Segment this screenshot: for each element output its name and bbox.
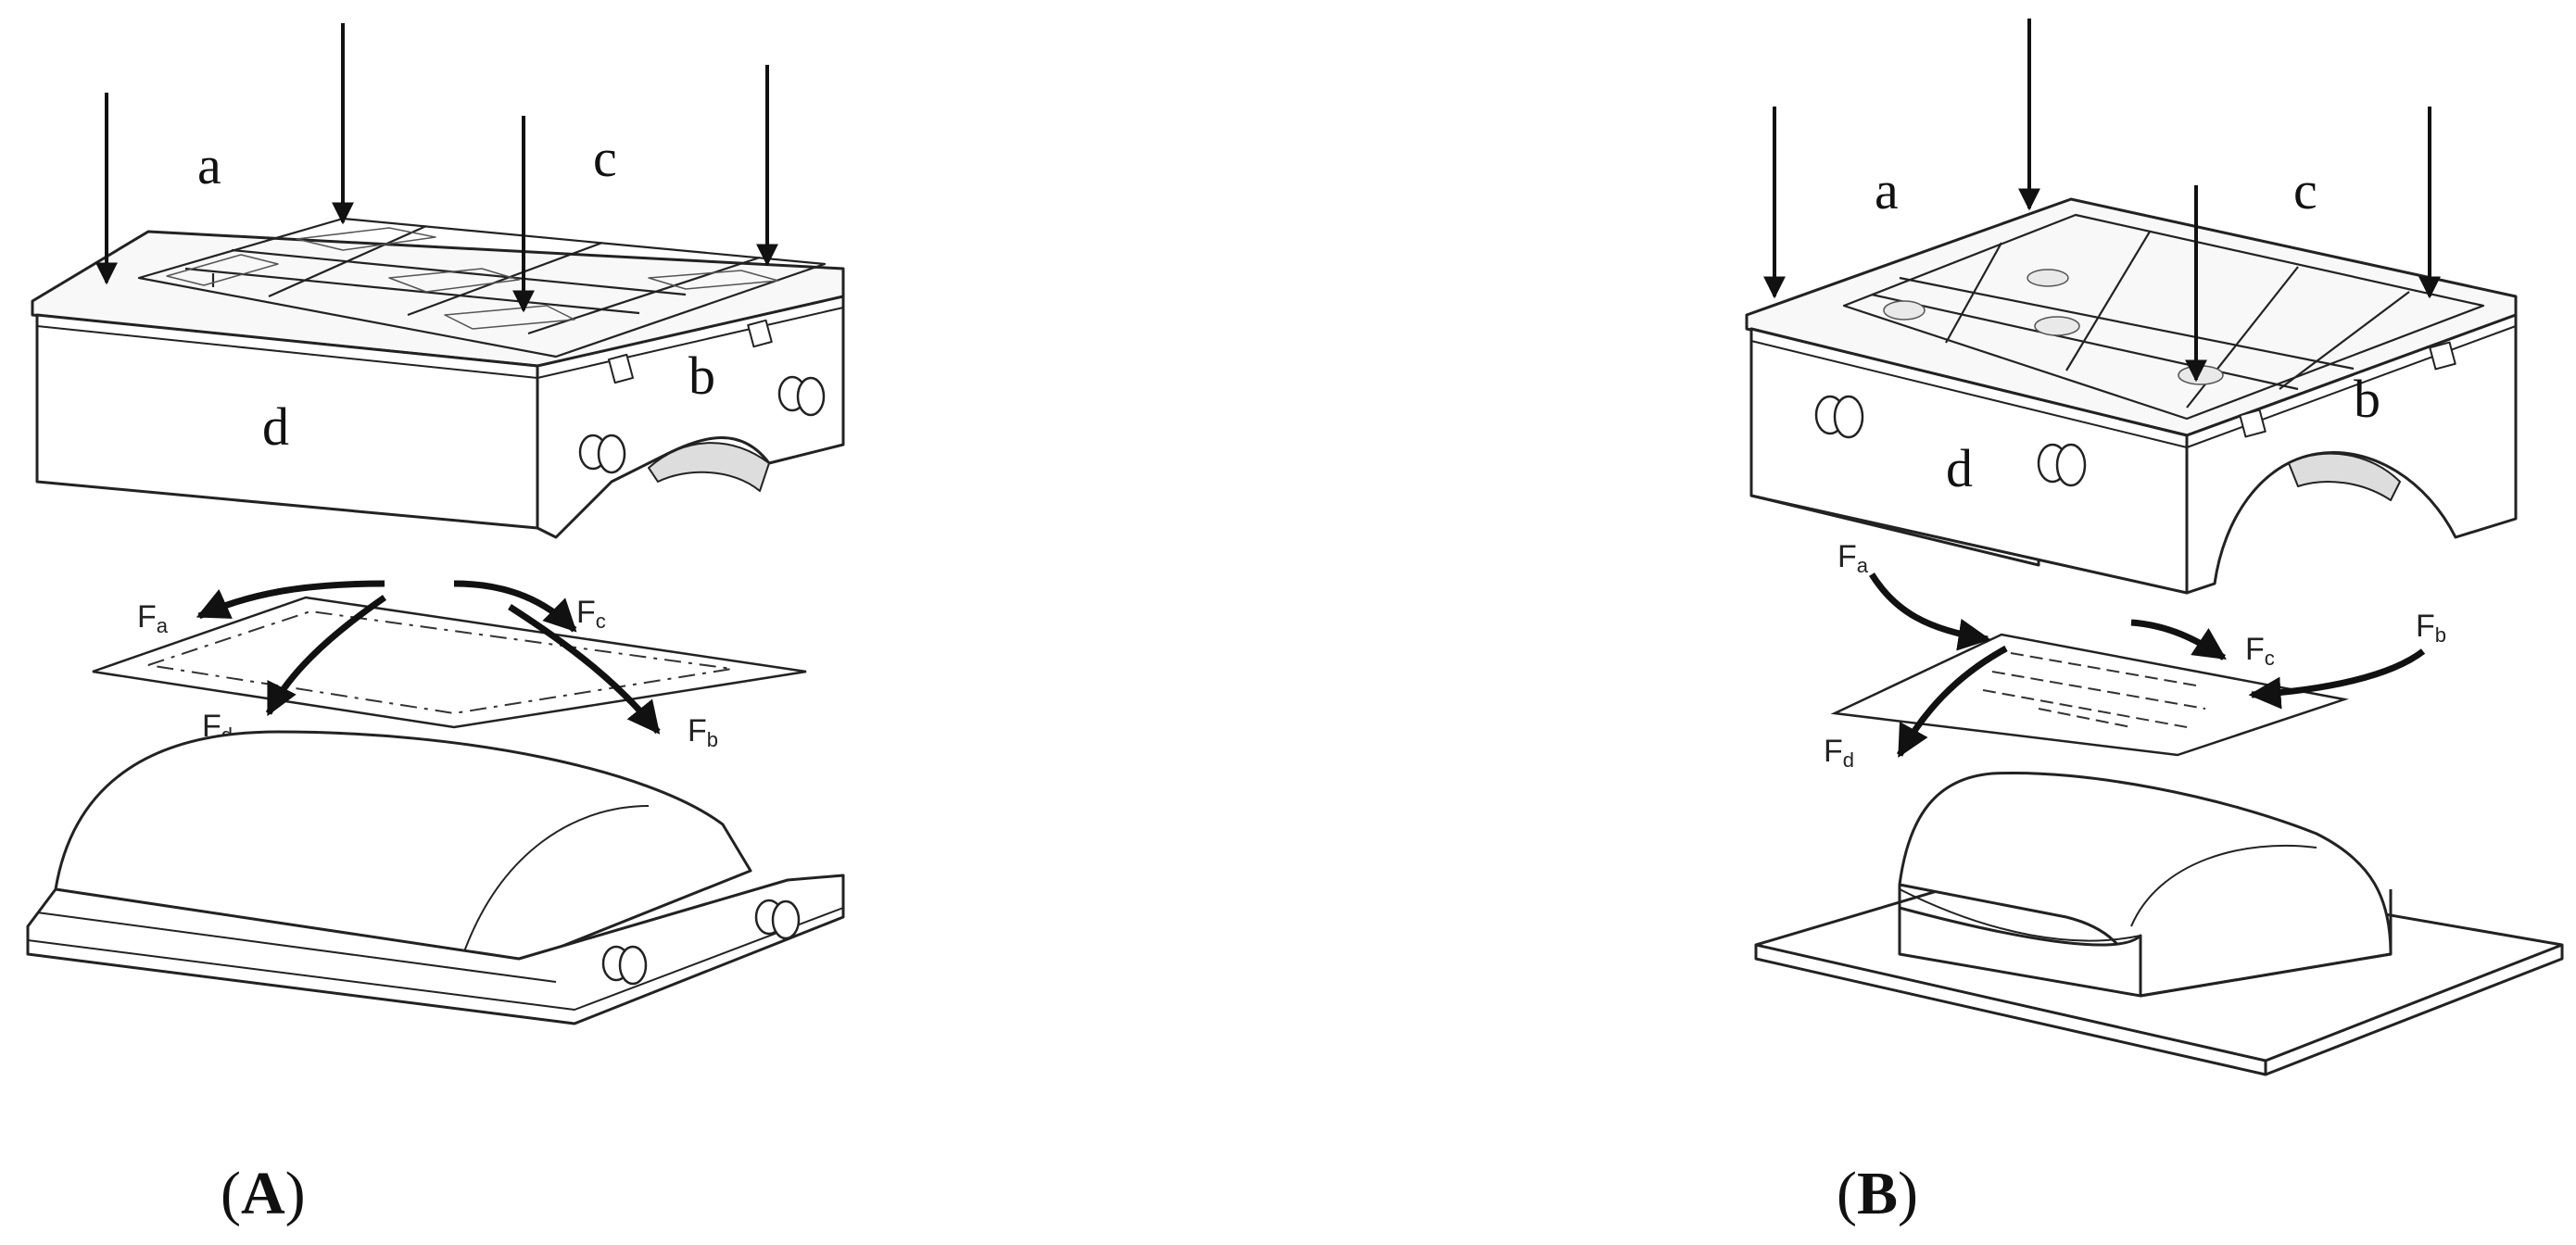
upper-die-b	[1745, 197, 2518, 595]
force-label-fb: Fb	[688, 713, 718, 751]
face-label-c: c	[2293, 160, 2317, 220]
force-label-fc: Fc	[2245, 632, 2275, 670]
force-label-fd: Fd	[1824, 734, 1854, 772]
lower-die-b	[1754, 771, 2564, 1076]
force-arrows-a	[196, 580, 661, 735]
panel-b: a c b d Fa Fc Fb Fd	[1745, 19, 2564, 1227]
force-label-fa: Fa	[1837, 539, 1869, 577]
force-label-fc: Fc	[576, 595, 606, 633]
caption-b: (B)	[1837, 1160, 1918, 1227]
force-label-fb: Fb	[2416, 609, 2446, 647]
force-arrows-b	[1869, 572, 2426, 759]
face-label-a: a	[197, 135, 221, 195]
face-label-a: a	[1875, 160, 1899, 220]
face-label-d: d	[1946, 438, 1973, 498]
face-label-c: c	[593, 128, 617, 188]
face-label-b: b	[688, 346, 715, 406]
caption-a: (A)	[221, 1160, 306, 1227]
panel-a: a c b d Fa Fc Fd Fb	[26, 23, 845, 1227]
press-arrows-a	[95, 23, 778, 313]
force-label-fa: Fa	[137, 599, 169, 637]
press-arrows-b	[1763, 19, 2441, 383]
face-label-b: b	[2354, 369, 2380, 429]
face-label-d: d	[262, 396, 289, 457]
lower-die-a	[26, 730, 845, 1025]
upper-die-a	[31, 217, 845, 539]
sheet-b	[1830, 633, 2349, 757]
